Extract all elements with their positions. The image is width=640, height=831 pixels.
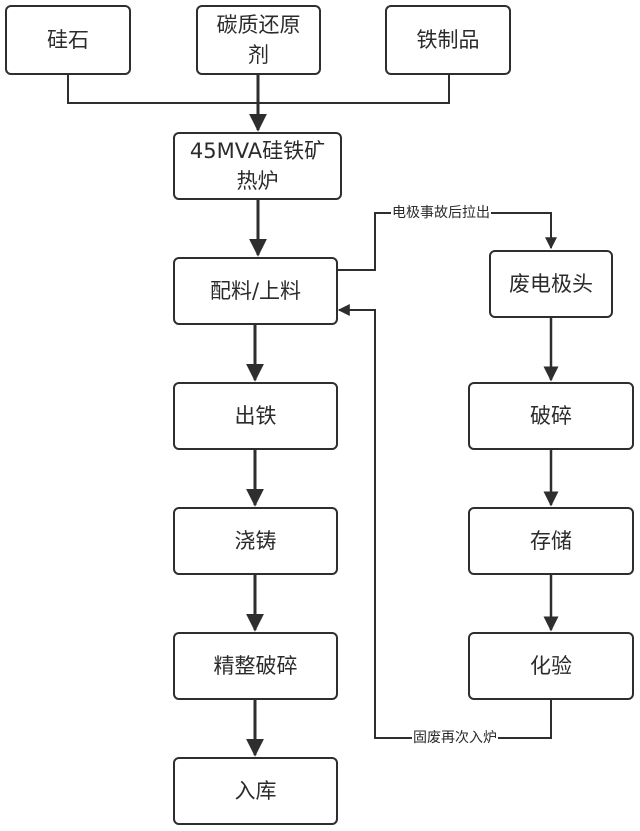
node-batching-charging[interactable]: 配料/上料 — [173, 257, 338, 325]
node-waste-electrode[interactable]: 废电极头 — [489, 250, 613, 318]
node-assay[interactable]: 化验 — [468, 632, 634, 700]
node-label: 精整破碎 — [213, 654, 298, 678]
node-casting[interactable]: 浇铸 — [173, 507, 338, 575]
arrow-assay-back-to-batching — [337, 304, 552, 739]
input-box-carbon-reductant[interactable]: 碳质还原剂 — [196, 5, 321, 75]
node-label: 出铁 — [234, 404, 277, 428]
node-label: 存储 — [530, 529, 572, 553]
node-furnace[interactable]: 45MVA硅铁矿热炉 — [173, 132, 342, 200]
node-storage[interactable]: 存储 — [468, 507, 634, 575]
edge-label-electrode-pullout: 电极事故后拉出 — [391, 205, 491, 221]
node-label: 破碎 — [530, 404, 572, 428]
node-finishing-crushing[interactable]: 精整破碎 — [173, 632, 338, 700]
edge-label-waste-recharge: 固废再次入炉 — [412, 730, 498, 746]
node-tapping[interactable]: 出铁 — [173, 382, 338, 450]
node-label: 碳质还原剂 — [216, 13, 301, 67]
node-side-crushing[interactable]: 破碎 — [468, 382, 634, 450]
arrow-batching-to-waste-electrode — [337, 212, 557, 271]
node-label: 浇铸 — [234, 529, 277, 553]
node-label: 化验 — [530, 654, 572, 678]
node-label: 废电极头 — [509, 272, 593, 296]
input-box-silica[interactable]: 硅石 — [5, 5, 131, 75]
node-label: 配料/上料 — [209, 279, 302, 303]
node-label: 铁制品 — [416, 28, 480, 52]
node-label: 硅石 — [47, 28, 89, 52]
node-label: 45MVA硅铁矿热炉 — [189, 139, 326, 193]
node-warehousing[interactable]: 入库 — [173, 757, 338, 825]
node-label: 入库 — [234, 779, 277, 803]
input-box-iron-products[interactable]: 铁制品 — [385, 5, 511, 75]
